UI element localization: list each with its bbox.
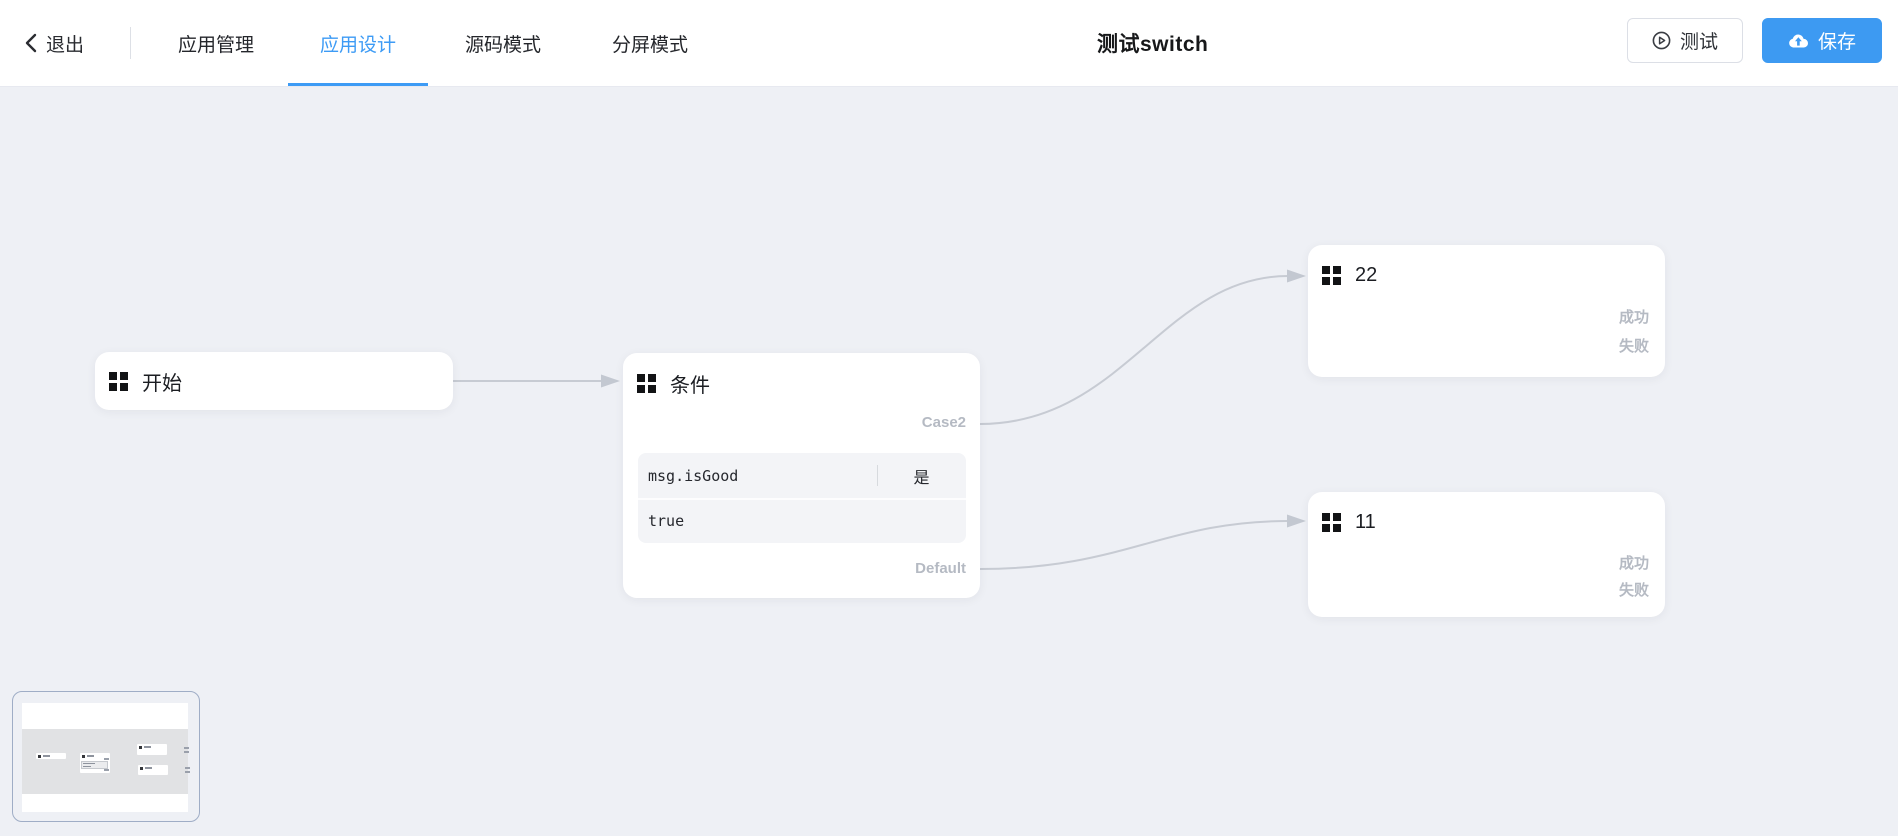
node-11-header: 11 (1308, 492, 1665, 552)
tab-source-mode[interactable]: 源码模式 (464, 34, 541, 56)
node-22[interactable]: 22 成功 失败 (1308, 245, 1665, 377)
page-title: 测试switch (1097, 33, 1209, 56)
port-success[interactable]: 成功 (1618, 555, 1649, 572)
arrowhead (601, 374, 620, 388)
node-11[interactable]: 11 成功 失败 (1308, 492, 1665, 617)
minimap-node-condition (80, 753, 110, 773)
arrowhead (1287, 514, 1306, 528)
port-success[interactable]: 成功 (1618, 309, 1649, 326)
cell-divider (877, 465, 878, 486)
minimap[interactable] (12, 691, 200, 822)
grid-icon (637, 373, 656, 393)
port-fail[interactable]: 失败 (1618, 338, 1649, 355)
node-condition-header: 条件 (623, 353, 980, 413)
arrowhead (1287, 269, 1306, 283)
header-divider (130, 27, 131, 59)
node-start[interactable]: 开始 (95, 352, 453, 410)
test-button[interactable]: 测试 (1627, 18, 1743, 63)
minimap-node-11 (138, 765, 190, 775)
tab-app-design[interactable]: 应用设计 (288, 0, 428, 86)
exit-label: 退出 (46, 34, 85, 56)
node-condition[interactable]: 条件 Case2 msg.isGood 是 true Default (623, 353, 980, 598)
cloud-upload-icon (1789, 34, 1808, 48)
condition-table: msg.isGood 是 true (638, 453, 966, 543)
node-22-title: 22 (1355, 263, 1378, 286)
node-condition-title: 条件 (670, 374, 710, 397)
node-start-header: 开始 (95, 352, 453, 410)
condition-expression: msg.isGood (648, 466, 739, 485)
test-button-label: 测试 (1679, 32, 1718, 53)
grid-icon (1322, 265, 1341, 285)
node-start-title: 开始 (142, 372, 182, 395)
tab-app-management[interactable]: 应用管理 (177, 34, 254, 56)
minimap-condition-table (81, 761, 108, 769)
top-bar: 退出 应用管理 应用设计 源码模式 分屏模式 测试switch 测试 保存 (0, 0, 1898, 87)
exit-button[interactable]: 退出 (24, 0, 84, 86)
condition-operator: 是 (913, 469, 930, 487)
grid-icon (1322, 512, 1341, 532)
port-case2[interactable]: Case2 (921, 414, 966, 431)
flow-canvas[interactable]: 开始 条件 Case2 msg.isGood 是 true Default 22… (0, 87, 1898, 836)
minimap-node-start (36, 753, 66, 759)
condition-row-expression: msg.isGood 是 (638, 453, 966, 498)
node-11-title: 11 (1355, 510, 1376, 533)
save-button-label: 保存 (1817, 32, 1856, 53)
chevron-left-icon (25, 33, 37, 53)
condition-value: true (648, 511, 685, 530)
save-button[interactable]: 保存 (1762, 18, 1882, 63)
port-fail[interactable]: 失败 (1618, 582, 1649, 599)
port-default[interactable]: Default (915, 560, 966, 577)
edge-case2-to-node22 (979, 275, 1289, 425)
edge-default-to-node11 (979, 520, 1289, 570)
minimap-node-22 (137, 744, 189, 755)
tab-split-mode[interactable]: 分屏模式 (611, 34, 688, 56)
play-circle-icon (1652, 31, 1671, 50)
grid-icon (109, 371, 128, 391)
condition-row-value: true (638, 498, 966, 541)
node-22-header: 22 (1308, 245, 1665, 305)
